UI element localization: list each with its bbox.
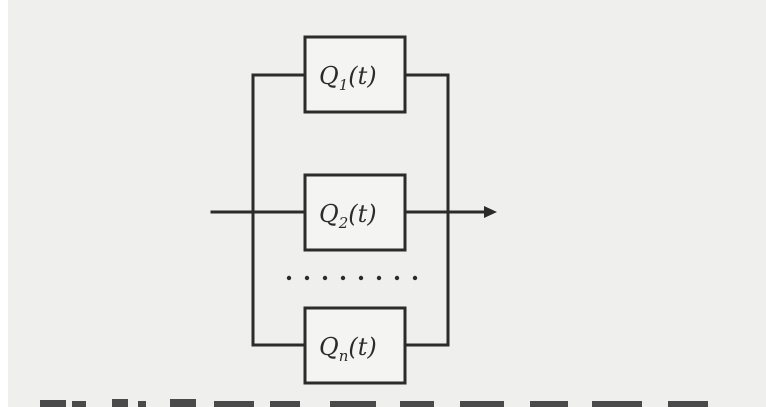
block-q1: Q1(t) xyxy=(303,35,407,114)
block-q1-box xyxy=(303,35,407,114)
block-q2-label: Q2(t) xyxy=(319,200,377,232)
ellipsis-dot xyxy=(322,275,328,281)
block-qn-box xyxy=(303,306,407,385)
caption-fragment xyxy=(40,399,708,407)
ellipsis-dot xyxy=(286,275,292,281)
ellipsis-dots xyxy=(286,275,418,281)
block-qn: Qn(t) xyxy=(303,306,407,385)
ellipsis-dot xyxy=(376,275,382,281)
block-q2: Q2(t) xyxy=(303,173,407,252)
block-q1-label: Q1(t) xyxy=(319,62,377,94)
page-margin xyxy=(0,0,8,407)
output-arrow-icon xyxy=(484,206,497,218)
ellipsis-dot xyxy=(394,275,400,281)
ellipsis-dot xyxy=(412,275,418,281)
ellipsis-dot xyxy=(304,275,310,281)
block-qn-label: Qn(t) xyxy=(319,333,377,365)
ellipsis-dot xyxy=(358,275,364,281)
ellipsis-dot xyxy=(340,275,346,281)
block-q2-box xyxy=(303,173,407,252)
